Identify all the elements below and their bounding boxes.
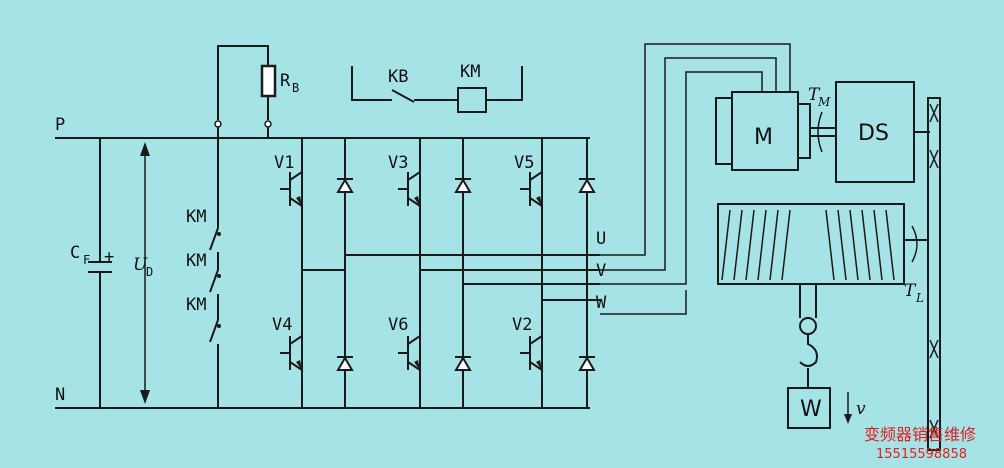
- capacitor-plus: +: [104, 247, 114, 267]
- phase-v-label: V: [596, 261, 606, 281]
- watermark-line1: 变频器销售维修: [864, 425, 976, 444]
- km-contact-2-label: KM: [186, 251, 206, 271]
- ud-sub: D: [146, 265, 153, 279]
- km-contact-3-label: KM: [186, 295, 206, 315]
- weight-label: W: [800, 397, 822, 422]
- v3-label: V3: [388, 153, 408, 173]
- v6-label: V6: [388, 315, 408, 335]
- tl-sub: L: [915, 291, 924, 305]
- reducer-label: DS: [858, 121, 889, 146]
- ud-label: U: [133, 255, 148, 275]
- capacitor-cf: [88, 138, 112, 408]
- km-coil-label: KM: [460, 62, 480, 82]
- watermark-line2: 15515598858: [876, 447, 967, 462]
- km-contact-column: [209, 127, 221, 408]
- ud-arrow: [140, 142, 150, 404]
- v1-label: V1: [274, 153, 294, 173]
- winding-drum: [717, 203, 928, 285]
- p-label: P: [55, 115, 65, 135]
- v4-label: V4: [272, 315, 292, 335]
- v2-label: V2: [512, 315, 532, 335]
- km-contact-1-label: KM: [186, 207, 206, 227]
- diodes: [336, 178, 596, 371]
- phase-u-label: U: [596, 229, 606, 249]
- kb-label: KB: [388, 67, 408, 87]
- v5-label: V5: [514, 153, 534, 173]
- igbt-v1: [280, 171, 303, 207]
- tl-label: T: [904, 281, 917, 301]
- phase-w-label: W: [596, 293, 607, 313]
- hook-and-weight: [787, 284, 852, 429]
- igbt-v4: [280, 335, 303, 371]
- brake-resistor-loop: [214, 45, 277, 138]
- igbt-v6: [398, 335, 421, 371]
- motor-label: M: [754, 125, 773, 150]
- capacitor-label: C: [70, 243, 80, 263]
- brake-disc: [927, 97, 941, 451]
- control-circuit: [351, 66, 523, 113]
- phase-outputs: [600, 43, 791, 315]
- motor: [715, 91, 836, 171]
- rb-sub: B: [292, 81, 299, 95]
- capacitor-sub: F: [83, 253, 90, 267]
- igbt-v2: [520, 335, 543, 371]
- rb-label: R: [280, 71, 291, 91]
- tm-label: T: [808, 85, 821, 105]
- tm-sub: M: [817, 95, 831, 109]
- n-label: N: [55, 385, 65, 405]
- igbt-v3: [398, 171, 421, 207]
- igbt-v5: [520, 171, 543, 207]
- velocity-label: v: [856, 399, 866, 419]
